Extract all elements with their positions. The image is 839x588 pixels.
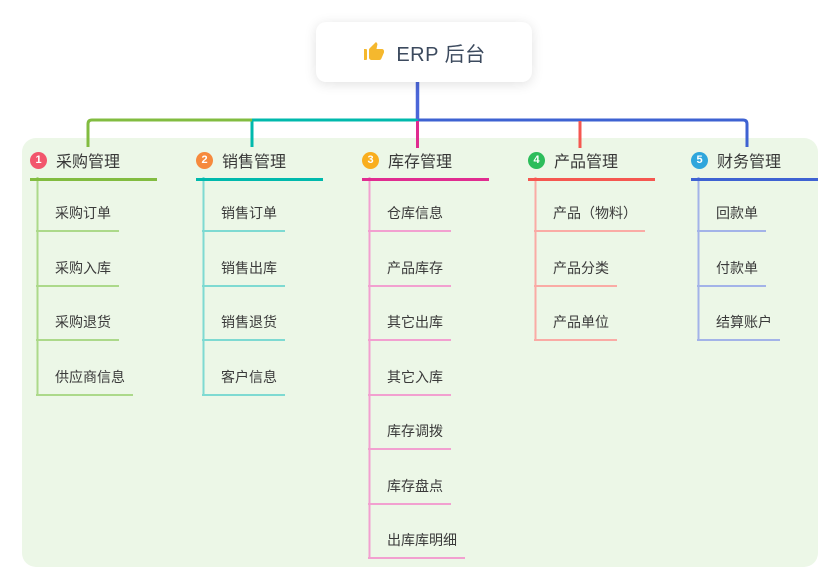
branch-number-badge: 2	[196, 151, 213, 169]
child-node[interactable]: 库存盘点	[368, 476, 451, 505]
child-node[interactable]: 采购退货	[36, 312, 119, 341]
child-node[interactable]: 付款单	[697, 258, 766, 287]
branch-number-badge: 4	[528, 151, 545, 169]
child-node[interactable]: 产品库存	[368, 258, 451, 287]
child-node[interactable]: 产品单位	[534, 312, 617, 341]
child-node[interactable]: 回款单	[697, 203, 766, 232]
child-node[interactable]: 结算账户	[697, 312, 780, 341]
branch-node[interactable]: 4 产品管理	[528, 148, 655, 181]
child-node[interactable]: 供应商信息	[36, 367, 133, 396]
branch-number-badge: 1	[30, 151, 47, 169]
child-node[interactable]: 客户信息	[202, 367, 285, 396]
branch-node[interactable]: 1 采购管理	[30, 148, 157, 181]
child-node[interactable]: 采购入库	[36, 258, 119, 287]
branch-node-label: 库存管理	[388, 154, 453, 171]
branch-node[interactable]: 3 库存管理	[362, 148, 489, 181]
child-node[interactable]: 销售订单	[202, 203, 285, 232]
branch-node-label: 财务管理	[717, 154, 782, 171]
child-node[interactable]: 产品分类	[534, 258, 617, 287]
child-node[interactable]: 其它出库	[368, 312, 451, 341]
child-node[interactable]: 仓库信息	[368, 203, 451, 232]
child-node[interactable]: 库存调拨	[368, 421, 451, 450]
branch-node[interactable]: 2 销售管理	[196, 148, 323, 181]
branch-number-badge: 5	[691, 151, 708, 169]
child-node[interactable]: 其它入库	[368, 367, 451, 396]
branch-number-badge: 3	[362, 151, 379, 169]
branch-node-label: 采购管理	[56, 154, 121, 171]
thumbs-up-icon	[362, 40, 386, 64]
child-node[interactable]: 产品（物料）	[534, 203, 645, 232]
root-node-label: ERP 后台	[396, 43, 486, 66]
child-node[interactable]: 出库库明细	[368, 530, 465, 559]
branch-node[interactable]: 5 财务管理	[691, 148, 818, 181]
branch-node-label: 产品管理	[554, 154, 619, 171]
branch-node-label: 销售管理	[222, 154, 287, 171]
child-node[interactable]: 采购订单	[36, 203, 119, 232]
child-node[interactable]: 销售退货	[202, 312, 285, 341]
mindmap-branch-panel	[22, 138, 818, 567]
root-node[interactable]: ERP 后台	[316, 22, 532, 82]
child-node[interactable]: 销售出库	[202, 258, 285, 287]
